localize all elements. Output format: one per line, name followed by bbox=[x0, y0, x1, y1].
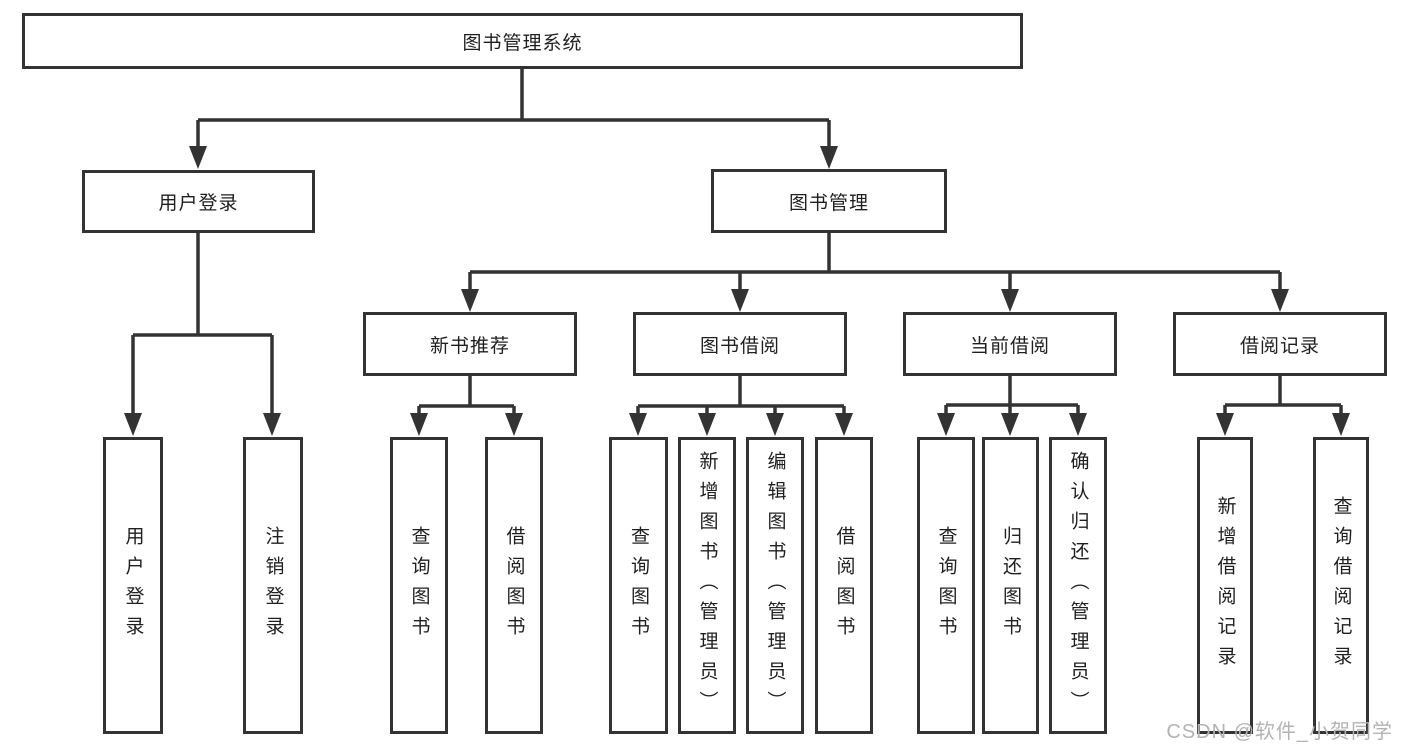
node-new-book-recommend: 新书推荐 bbox=[363, 312, 577, 376]
leaf-query-borrow-record: 查询借阅记录 bbox=[1313, 437, 1369, 734]
node-label: 用户登录 bbox=[122, 525, 144, 646]
node-label: 新增借阅记录 bbox=[1214, 495, 1236, 676]
node-label: 图书管理 bbox=[788, 192, 869, 214]
leaf-confirm-return-admin: 确认归还（管理员） bbox=[1049, 437, 1107, 734]
node-label: 新增图书（管理员） bbox=[696, 450, 718, 721]
node-label: 用户登录 bbox=[158, 193, 239, 214]
node-book-management: 图书管理 bbox=[711, 169, 947, 233]
leaf-add-book-admin: 新增图书（管理员） bbox=[678, 437, 736, 734]
leaf-add-borrow-record: 新增借阅记录 bbox=[1197, 437, 1253, 734]
connector-current-borrow bbox=[944, 376, 1080, 420]
leaf-user-login: 用户登录 bbox=[103, 437, 163, 734]
node-label: 查询图书 bbox=[408, 525, 430, 646]
node-label: 注销登录 bbox=[262, 525, 284, 646]
node-current-borrow: 当前借阅 bbox=[903, 312, 1117, 376]
connector-book-management bbox=[468, 233, 1282, 295]
node-borrow-records: 借阅记录 bbox=[1173, 312, 1387, 376]
node-label: 确认归还（管理员） bbox=[1067, 450, 1089, 721]
node-label: 查询图书 bbox=[628, 525, 649, 646]
leaf-logout: 注销登录 bbox=[243, 437, 303, 734]
node-book-borrow: 图书借阅 bbox=[633, 312, 847, 376]
connector-book-borrow bbox=[636, 376, 846, 420]
csdn-watermark: CSDN @软件_小贺同学 bbox=[1166, 721, 1393, 743]
node-label: 借阅图书 bbox=[503, 525, 525, 646]
node-label: 图书管理系统 bbox=[462, 32, 583, 54]
node-label: 图书借阅 bbox=[699, 335, 780, 357]
leaf-query-books-recommend: 查询图书 bbox=[390, 437, 448, 734]
node-label: 新书推荐 bbox=[429, 335, 510, 357]
leaf-borrow-books: 借阅图书 bbox=[815, 437, 873, 734]
node-label: 查询图书 bbox=[935, 525, 957, 646]
leaf-borrow-books-recommend: 借阅图书 bbox=[485, 437, 543, 734]
node-label: 借阅图书 bbox=[833, 525, 855, 646]
node-label: 借阅记录 bbox=[1239, 335, 1320, 357]
node-label: 当前借阅 bbox=[969, 335, 1050, 357]
node-label: 查询借阅记录 bbox=[1330, 495, 1352, 676]
connector-borrow-records bbox=[1223, 376, 1343, 420]
node-label: 归还图书 bbox=[1000, 525, 1021, 646]
connector-user-login bbox=[131, 233, 274, 418]
leaf-return-book: 归还图书 bbox=[982, 437, 1039, 734]
connector-root bbox=[196, 69, 831, 150]
connector-new-book-recommend bbox=[417, 376, 516, 420]
leaf-edit-book-admin: 编辑图书（管理员） bbox=[746, 437, 804, 734]
leaf-query-books-current: 查询图书 bbox=[917, 437, 975, 734]
node-label: 编辑图书（管理员） bbox=[764, 450, 786, 721]
arrowheads bbox=[124, 146, 1350, 436]
node-library-system: 图书管理系统 bbox=[22, 13, 1023, 69]
leaf-query-books-borrow: 查询图书 bbox=[609, 437, 668, 734]
node-user-login: 用户登录 bbox=[82, 170, 315, 233]
